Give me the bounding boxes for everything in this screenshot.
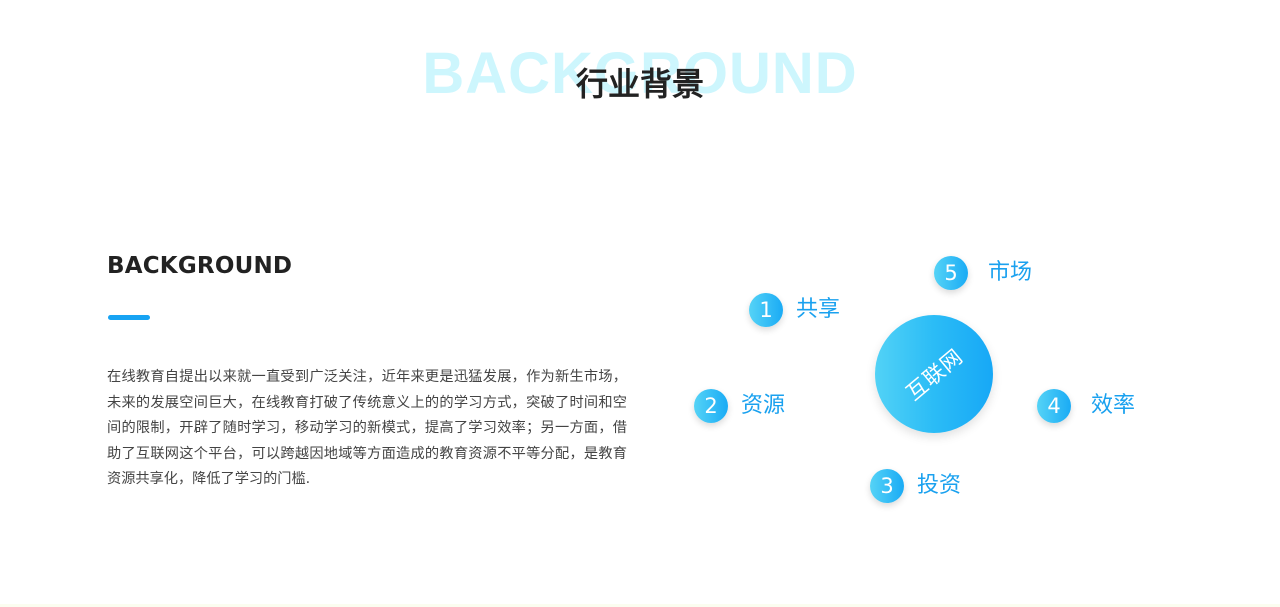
section-heading: BACKGROUND	[107, 253, 293, 279]
accent-divider	[108, 315, 150, 320]
node-label-efficiency: 效率	[1091, 393, 1136, 418]
node-label-market: 市场	[988, 260, 1033, 285]
diagram-node-resources: 2 资源	[694, 389, 785, 423]
bottom-strip	[0, 604, 1280, 607]
node-label-resources: 资源	[741, 393, 786, 418]
diagram-node-share: 1 共享	[749, 293, 840, 327]
number-badge-4: 4	[1037, 389, 1071, 423]
node-label-share: 共享	[796, 297, 841, 322]
number-badge-2: 2	[694, 389, 728, 423]
diagram-node-investment: 3 投资	[870, 469, 961, 503]
diagram-node-efficiency: 4 效率	[1037, 389, 1135, 423]
node-label-investment: 投资	[917, 473, 962, 498]
hub-label: 互联网	[901, 344, 968, 406]
section-body-text: 在线教育自提出以来就一直受到广泛关注，近年来更是迅猛发展，作为新生市场，未来的发…	[107, 369, 627, 487]
hero-background-word: BACKGROUND	[422, 41, 858, 106]
diagram-node-market: 5 市场	[934, 256, 1032, 290]
page-title: 行业背景	[575, 65, 704, 103]
number-badge-1: 1	[749, 293, 783, 327]
hub-circle: 互联网	[875, 315, 993, 433]
number-badge-5: 5	[934, 256, 968, 290]
number-badge-3: 3	[870, 469, 904, 503]
